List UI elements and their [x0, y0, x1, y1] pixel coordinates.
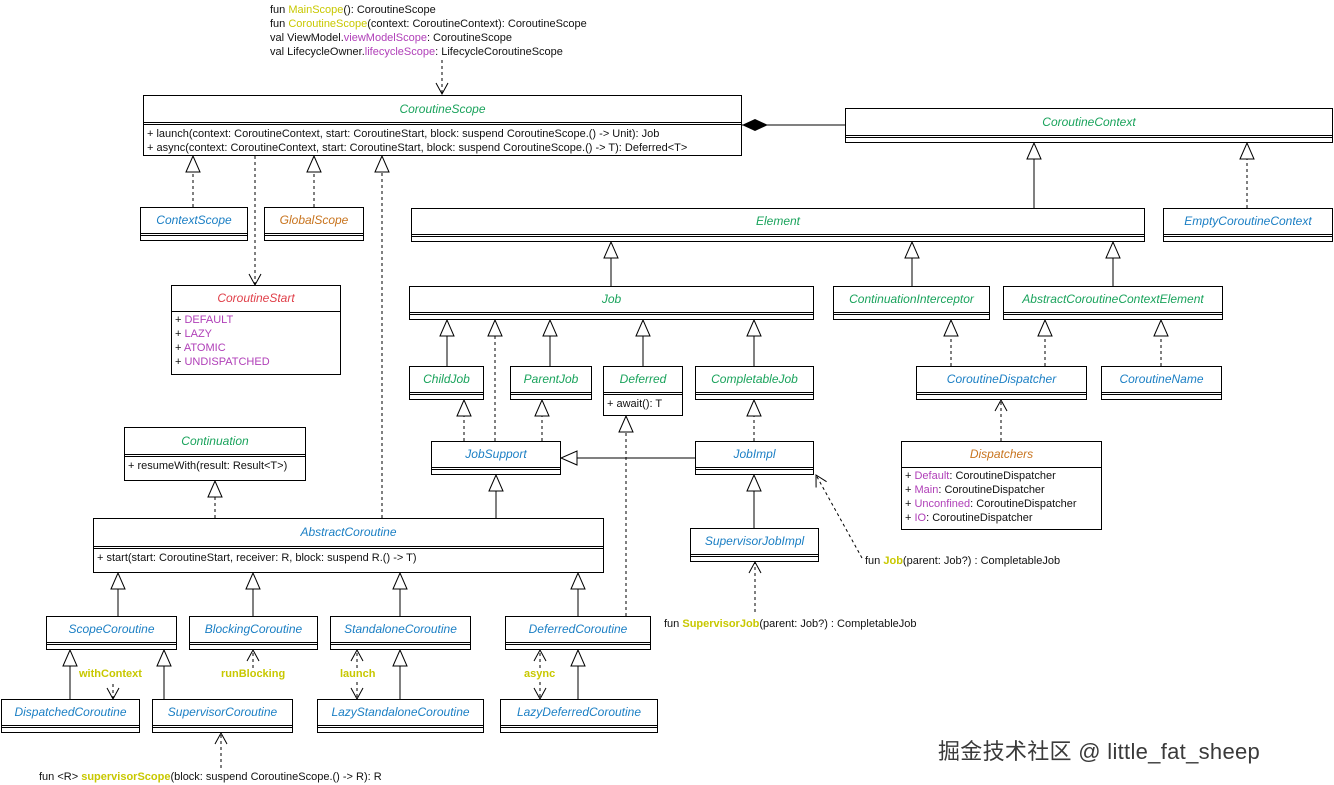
class-title: ScopeCoroutine: [47, 617, 176, 645]
class-title: DeferredCoroutine: [506, 617, 650, 645]
class-title: Deferred: [619, 372, 667, 386]
class-title: SupervisorJobImpl: [691, 529, 818, 557]
note-job-fun: fun Job(parent: Job?) : CompletableJob: [865, 555, 1061, 567]
class-title: StandaloneCoroutine: [331, 617, 470, 645]
top-note-view-model-scope: val ViewModel.viewModelScope: CoroutineS…: [270, 32, 512, 44]
class-title: CoroutineDispatcher: [917, 367, 1086, 395]
field-io: + IO: CoroutineDispatcher: [905, 512, 1033, 524]
class-title: CoroutineContext: [846, 109, 1332, 138]
method-start: + start(start: CoroutineStart, receiver:…: [97, 552, 417, 564]
class-lazy-standalone-coroutine[interactable]: LazyStandaloneCoroutine: [317, 699, 484, 733]
class-title: Element: [412, 209, 1144, 237]
edge-label-with-context: withContext: [79, 668, 142, 680]
class-title: Continuation: [181, 434, 249, 448]
class-parent-job[interactable]: ParentJob: [510, 366, 592, 400]
class-title: BlockingCoroutine: [190, 617, 317, 645]
class-coroutine-dispatcher[interactable]: CoroutineDispatcher: [916, 366, 1087, 400]
class-deferred-coroutine[interactable]: DeferredCoroutine: [505, 616, 651, 650]
enum-undispatched: + UNDISPATCHED: [175, 356, 270, 368]
class-methods: + resumeWith(result: Result<T>): [125, 454, 305, 475]
class-title: ContextScope: [141, 208, 247, 236]
class-title: LazyDeferredCoroutine: [501, 700, 657, 728]
class-context-scope[interactable]: ContextScope: [140, 207, 248, 241]
class-job-support[interactable]: JobSupport: [431, 441, 561, 475]
class-continuation-interceptor[interactable]: ContinuationInterceptor: [833, 286, 990, 320]
class-fields: + Default: CoroutineDispatcher + Main: C…: [902, 467, 1101, 527]
class-coroutine-context[interactable]: CoroutineContext: [845, 108, 1333, 143]
method-async: + async(context: CoroutineContext, start…: [147, 142, 688, 154]
class-title: CoroutineStart: [217, 291, 295, 305]
class-standalone-coroutine[interactable]: StandaloneCoroutine: [330, 616, 471, 650]
enum-atomic: + ATOMIC: [175, 342, 226, 354]
class-title: Dispatchers: [969, 447, 1034, 461]
class-global-scope[interactable]: GlobalScope: [264, 207, 364, 241]
class-title: SupervisorCoroutine: [153, 700, 292, 728]
class-empty-coroutine-context[interactable]: EmptyCoroutineContext: [1163, 208, 1333, 242]
note-supervisor-job-fun: fun SupervisorJob(parent: Job?) : Comple…: [664, 618, 917, 630]
note-supervisor-scope-fun: fun <R> supervisorScope(block: suspend C…: [39, 771, 382, 783]
class-title: DispatchedCoroutine: [2, 700, 139, 728]
class-scope-coroutine[interactable]: ScopeCoroutine: [46, 616, 177, 650]
enum-values: + DEFAULT + LAZY + ATOMIC + UNDISPATCHED: [172, 311, 340, 371]
class-title: GlobalScope: [265, 208, 363, 236]
field-default: + Default: CoroutineDispatcher: [905, 470, 1056, 482]
enum-default: + DEFAULT: [175, 314, 234, 326]
class-title: AbstractCoroutine: [300, 525, 397, 539]
class-title: JobSupport: [432, 442, 560, 470]
class-job[interactable]: Job: [409, 286, 814, 320]
field-main: + Main: CoroutineDispatcher: [905, 484, 1045, 496]
edge-label-run-blocking: runBlocking: [221, 668, 286, 680]
watermark: 掘金技术社区 @ little_fat_sheep: [938, 739, 1261, 764]
class-methods: + launch(context: CoroutineContext, star…: [144, 122, 741, 157]
class-job-impl[interactable]: JobImpl: [695, 441, 814, 475]
method-await: + await(): T: [607, 398, 663, 410]
class-title: JobImpl: [696, 442, 813, 470]
class-supervisor-job-impl[interactable]: SupervisorJobImpl: [690, 528, 819, 562]
class-title: CompletableJob: [696, 367, 813, 395]
class-title: EmptyCoroutineContext: [1164, 209, 1332, 237]
top-note-lifecycle-scope: val LifecycleOwner.lifecycleScope: Lifec…: [270, 46, 563, 58]
class-coroutine-scope[interactable]: CoroutineScope + launch(context: Corouti…: [143, 95, 742, 156]
enum-lazy: + LAZY: [175, 328, 212, 340]
class-supervisor-coroutine[interactable]: SupervisorCoroutine: [152, 699, 293, 733]
method-launch: + launch(context: CoroutineContext, star…: [147, 128, 660, 140]
class-title: ChildJob: [410, 367, 483, 395]
class-title: Job: [410, 287, 813, 315]
class-methods: + start(start: CoroutineStart, receiver:…: [94, 546, 603, 567]
class-dispatched-coroutine[interactable]: DispatchedCoroutine: [1, 699, 140, 733]
class-continuation[interactable]: Continuation + resumeWith(result: Result…: [124, 427, 306, 481]
class-child-job[interactable]: ChildJob: [409, 366, 484, 400]
class-methods: + await(): T: [604, 392, 682, 413]
top-note-main-scope: fun MainScope(): CoroutineScope: [270, 4, 436, 16]
class-abstract-coroutine[interactable]: AbstractCoroutine + start(start: Corouti…: [93, 518, 604, 573]
method-resume-with: + resumeWith(result: Result<T>): [128, 460, 288, 472]
class-abstract-coroutine-context-element[interactable]: AbstractCoroutineContextElement: [1003, 286, 1223, 320]
top-note-coroutine-scope-fun: fun CoroutineScope(context: CoroutineCon…: [270, 18, 587, 30]
class-title: LazyStandaloneCoroutine: [318, 700, 483, 728]
class-lazy-deferred-coroutine[interactable]: LazyDeferredCoroutine: [500, 699, 658, 733]
class-blocking-coroutine[interactable]: BlockingCoroutine: [189, 616, 318, 650]
class-element[interactable]: Element: [411, 208, 1145, 242]
edge-label-launch: launch: [340, 668, 376, 680]
class-dispatchers[interactable]: Dispatchers + Default: CoroutineDispatch…: [901, 441, 1102, 530]
class-title: ParentJob: [511, 367, 591, 395]
class-deferred[interactable]: Deferred + await(): T: [603, 366, 683, 416]
field-unconfined: + Unconfined: CoroutineDispatcher: [905, 498, 1077, 510]
edge-job-fun-creates-job-impl: [815, 474, 863, 559]
class-title: CoroutineName: [1102, 367, 1221, 395]
class-title: CoroutineScope: [399, 102, 486, 116]
edge-label-async: async: [524, 668, 556, 680]
class-completable-job[interactable]: CompletableJob: [695, 366, 814, 400]
class-title: AbstractCoroutineContextElement: [1004, 287, 1222, 315]
class-title: ContinuationInterceptor: [834, 287, 989, 315]
class-coroutine-name[interactable]: CoroutineName: [1101, 366, 1222, 400]
class-coroutine-start[interactable]: CoroutineStart + DEFAULT + LAZY + ATOMIC…: [171, 285, 341, 375]
